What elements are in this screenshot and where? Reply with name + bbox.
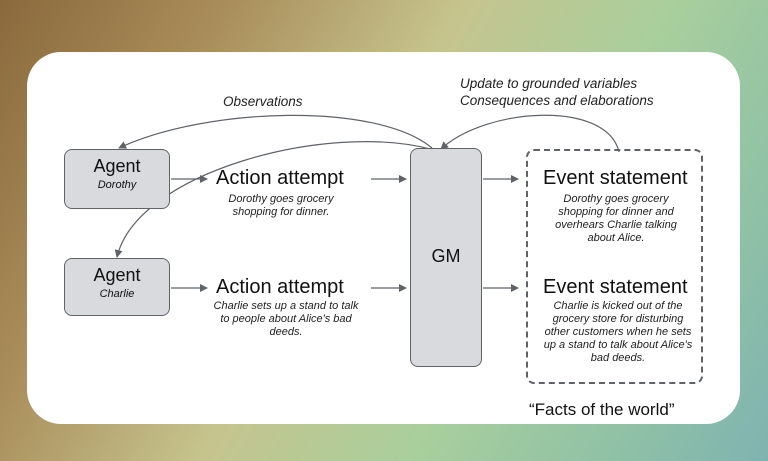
action-text-1: Dorothy goes grocery shopping for dinner…: [228, 193, 334, 218]
agent-box-dorothy: Agent Dorothy: [64, 149, 170, 209]
observation-arrow-dorothy: [118, 114, 433, 149]
event-text-2: Charlie is kicked out of the grocery sto…: [543, 300, 693, 364]
facts-box: [526, 149, 703, 384]
facts-caption: “Facts of the world”: [529, 400, 675, 419]
diagram-card: Observations Update to grounded variable…: [27, 52, 740, 424]
event-title-2: Event statement: [543, 276, 688, 298]
agent-name: Charlie: [99, 288, 135, 300]
action-text-2: Charlie sets up a stand to talk to peopl…: [213, 300, 359, 338]
agent-title: Agent: [93, 156, 141, 176]
update-label-line1: Update to grounded variables: [460, 76, 638, 91]
event-title-1: Event statement: [543, 167, 688, 189]
update-label: Update to grounded variables Consequence…: [460, 75, 654, 109]
observations-label: Observations: [223, 94, 303, 109]
agent-title: Agent: [93, 265, 141, 285]
update-label-line2: Consequences and elaborations: [460, 93, 654, 108]
agent-box-charlie: Agent Charlie: [64, 258, 170, 316]
gm-box: GM: [410, 148, 482, 367]
connector-arrows: [114, 114, 620, 292]
agent-name: Dorothy: [97, 179, 137, 191]
observation-arrow-charlie: [114, 141, 431, 258]
gm-label: GM: [431, 246, 461, 266]
update-arrow: [440, 114, 620, 153]
action-title-1: Action attempt: [216, 167, 344, 189]
event-text-1: Dorothy goes grocery shopping for dinner…: [555, 193, 677, 244]
action-title-2: Action attempt: [216, 276, 344, 298]
